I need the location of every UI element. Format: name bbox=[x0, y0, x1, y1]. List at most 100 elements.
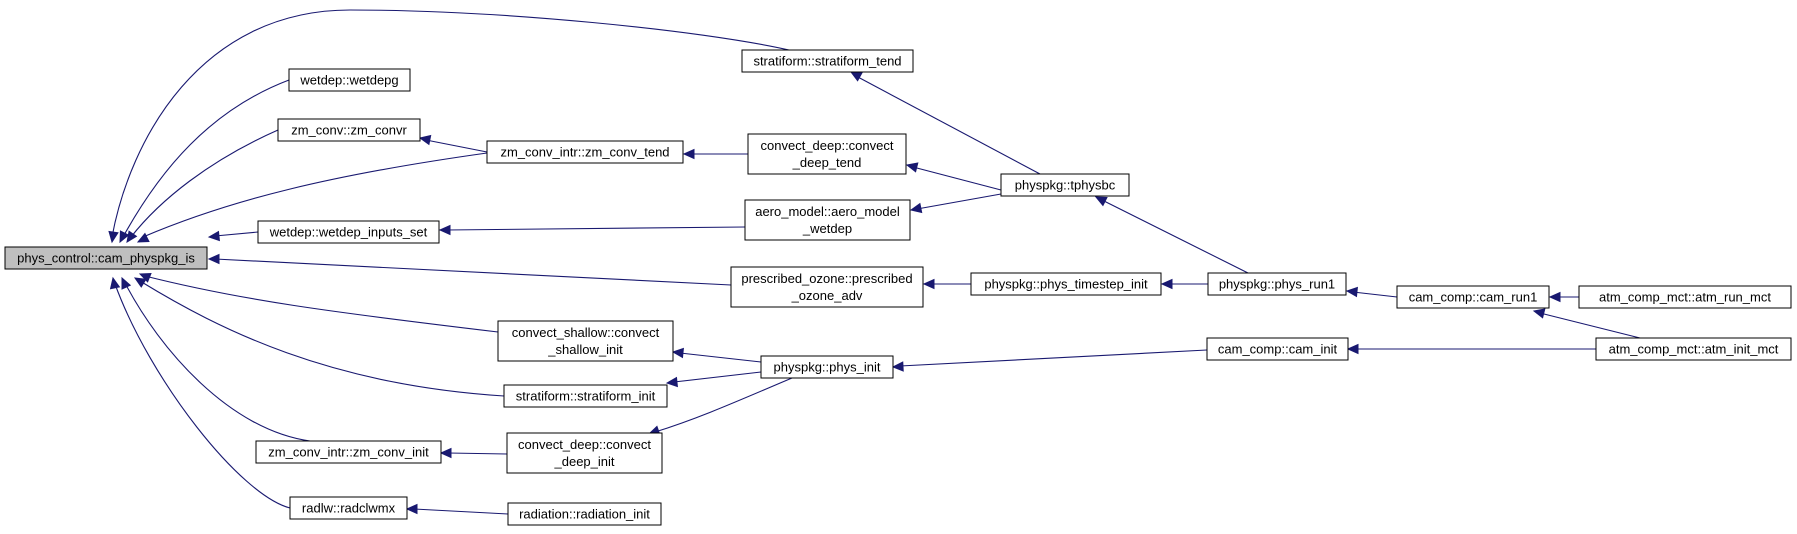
edge-line bbox=[1101, 199, 1249, 274]
edge-line bbox=[214, 258, 732, 286]
node-box bbox=[1000, 173, 1130, 197]
root-function-node[interactable]: phys_control::cam_physpkg_is bbox=[4, 246, 208, 270]
node-label: wetdep::wetdep_inputs_set bbox=[269, 225, 428, 240]
node-box bbox=[277, 118, 421, 142]
node-box bbox=[486, 140, 684, 164]
function-node[interactable]: physpkg::phys_timestep_init bbox=[970, 272, 1162, 296]
edge-line bbox=[413, 508, 509, 515]
node-label: physpkg::tphysbc bbox=[1015, 178, 1116, 193]
function-node[interactable]: zm_conv_intr::zm_conv_tend bbox=[486, 140, 684, 164]
node-box bbox=[257, 220, 440, 244]
node-box bbox=[741, 49, 914, 73]
arrowhead-icon bbox=[121, 276, 132, 290]
edge-line bbox=[447, 452, 508, 455]
function-node[interactable]: wetdep::wetdepg bbox=[288, 68, 411, 92]
arrowhead-icon bbox=[418, 134, 432, 146]
function-node[interactable]: physpkg::phys_init bbox=[760, 355, 894, 379]
arrowhead-icon bbox=[138, 273, 152, 283]
node-box bbox=[1206, 337, 1349, 361]
arrowhead-icon bbox=[1346, 343, 1359, 355]
arrowhead-icon bbox=[136, 232, 150, 243]
node-box bbox=[507, 502, 662, 526]
function-node[interactable]: radlw::radclwmx bbox=[289, 496, 408, 520]
call-edge bbox=[909, 193, 1002, 214]
call-edge bbox=[108, 9, 790, 244]
arrowhead-icon bbox=[133, 277, 147, 288]
arrowhead-icon bbox=[207, 253, 220, 265]
node-label: atm_comp_mct::atm_run_mct bbox=[1599, 290, 1771, 305]
edge-line bbox=[114, 283, 291, 509]
node-box bbox=[1207, 272, 1347, 296]
node-label: stratiform::stratiform_init bbox=[516, 389, 656, 404]
edge-line bbox=[214, 231, 259, 237]
arrowhead-icon bbox=[126, 230, 138, 243]
edge-line bbox=[130, 129, 279, 238]
node-label: _wetdep bbox=[802, 221, 852, 236]
function-node[interactable]: convect_deep::convect_deep_tend bbox=[747, 133, 907, 175]
node-label: convect_deep::convect bbox=[518, 437, 651, 452]
node-label: _deep_tend bbox=[792, 155, 862, 170]
function-node[interactable]: physpkg::tphysbc bbox=[1000, 173, 1130, 197]
edge-line bbox=[425, 139, 488, 153]
node-box bbox=[747, 133, 907, 175]
node-box bbox=[255, 440, 442, 464]
function-node[interactable]: zm_conv_intr::zm_conv_init bbox=[255, 440, 442, 464]
node-box bbox=[503, 384, 668, 408]
function-node[interactable]: stratiform::stratiform_tend bbox=[741, 49, 914, 73]
function-node[interactable]: prescribed_ozone::prescribed_ozone_adv bbox=[730, 266, 924, 308]
function-node[interactable]: aero_model::aero_model_wetdep bbox=[744, 199, 911, 241]
node-box bbox=[4, 246, 208, 270]
node-label: cam_comp::cam_run1 bbox=[1409, 290, 1538, 305]
node-label: zm_conv_intr::zm_conv_init bbox=[268, 445, 429, 460]
call-edge bbox=[647, 377, 793, 436]
edge-line bbox=[139, 280, 505, 397]
call-edge bbox=[1548, 291, 1579, 303]
node-box bbox=[760, 355, 894, 379]
arrowhead-icon bbox=[119, 230, 130, 244]
call-edge bbox=[138, 273, 499, 333]
call-edge bbox=[439, 447, 508, 459]
arrowhead-icon bbox=[1345, 286, 1358, 298]
function-node[interactable]: zm_conv::zm_convr bbox=[277, 118, 421, 142]
edge-line bbox=[122, 79, 290, 238]
edge-line bbox=[445, 226, 746, 231]
edge-line bbox=[124, 282, 311, 442]
node-label: zm_conv_intr::zm_conv_tend bbox=[500, 145, 669, 160]
node-label: convect_deep::convect bbox=[761, 138, 894, 153]
function-node[interactable]: convect_shallow::convect_shallow_init bbox=[497, 320, 674, 362]
node-label: stratiform::stratiform_tend bbox=[753, 54, 901, 69]
function-node[interactable]: atm_comp_mct::atm_run_mct bbox=[1578, 285, 1792, 309]
function-node[interactable]: cam_comp::cam_run1 bbox=[1396, 285, 1550, 309]
graph-edges bbox=[108, 9, 1641, 515]
node-box bbox=[970, 272, 1162, 296]
edge-line bbox=[1539, 312, 1641, 339]
call-edge bbox=[133, 277, 505, 397]
function-node[interactable]: stratiform::stratiform_init bbox=[503, 384, 668, 408]
function-node[interactable]: atm_comp_mct::atm_init_mct bbox=[1595, 337, 1792, 361]
edge-line bbox=[916, 193, 1002, 210]
node-label: radlw::radclwmx bbox=[302, 501, 396, 516]
call-edge bbox=[665, 371, 762, 388]
call-edge bbox=[418, 134, 488, 153]
function-node[interactable]: cam_comp::cam_init bbox=[1206, 337, 1349, 361]
function-node[interactable]: physpkg::phys_run1 bbox=[1207, 272, 1347, 296]
call-edge bbox=[119, 79, 290, 244]
function-node[interactable]: convect_deep::convect_deep_init bbox=[506, 432, 663, 474]
function-node[interactable]: radiation::radiation_init bbox=[507, 502, 662, 526]
node-label: physpkg::phys_timestep_init bbox=[984, 277, 1148, 292]
arrowhead-icon bbox=[671, 347, 684, 359]
call-edge bbox=[207, 253, 732, 286]
node-box bbox=[1396, 285, 1550, 309]
call-edge bbox=[121, 276, 311, 442]
node-label: convect_shallow::convect bbox=[512, 325, 660, 340]
call-edge bbox=[922, 278, 971, 290]
call-edge bbox=[1532, 308, 1641, 339]
node-label: _deep_init bbox=[554, 454, 615, 469]
node-label: cam_comp::cam_init bbox=[1218, 342, 1338, 357]
function-node[interactable]: wetdep::wetdep_inputs_set bbox=[257, 220, 440, 244]
call-edge bbox=[109, 276, 291, 509]
call-edge bbox=[905, 162, 1002, 191]
node-label: aero_model::aero_model bbox=[755, 204, 900, 219]
arrowhead-icon bbox=[108, 230, 119, 244]
node-box bbox=[730, 266, 924, 308]
